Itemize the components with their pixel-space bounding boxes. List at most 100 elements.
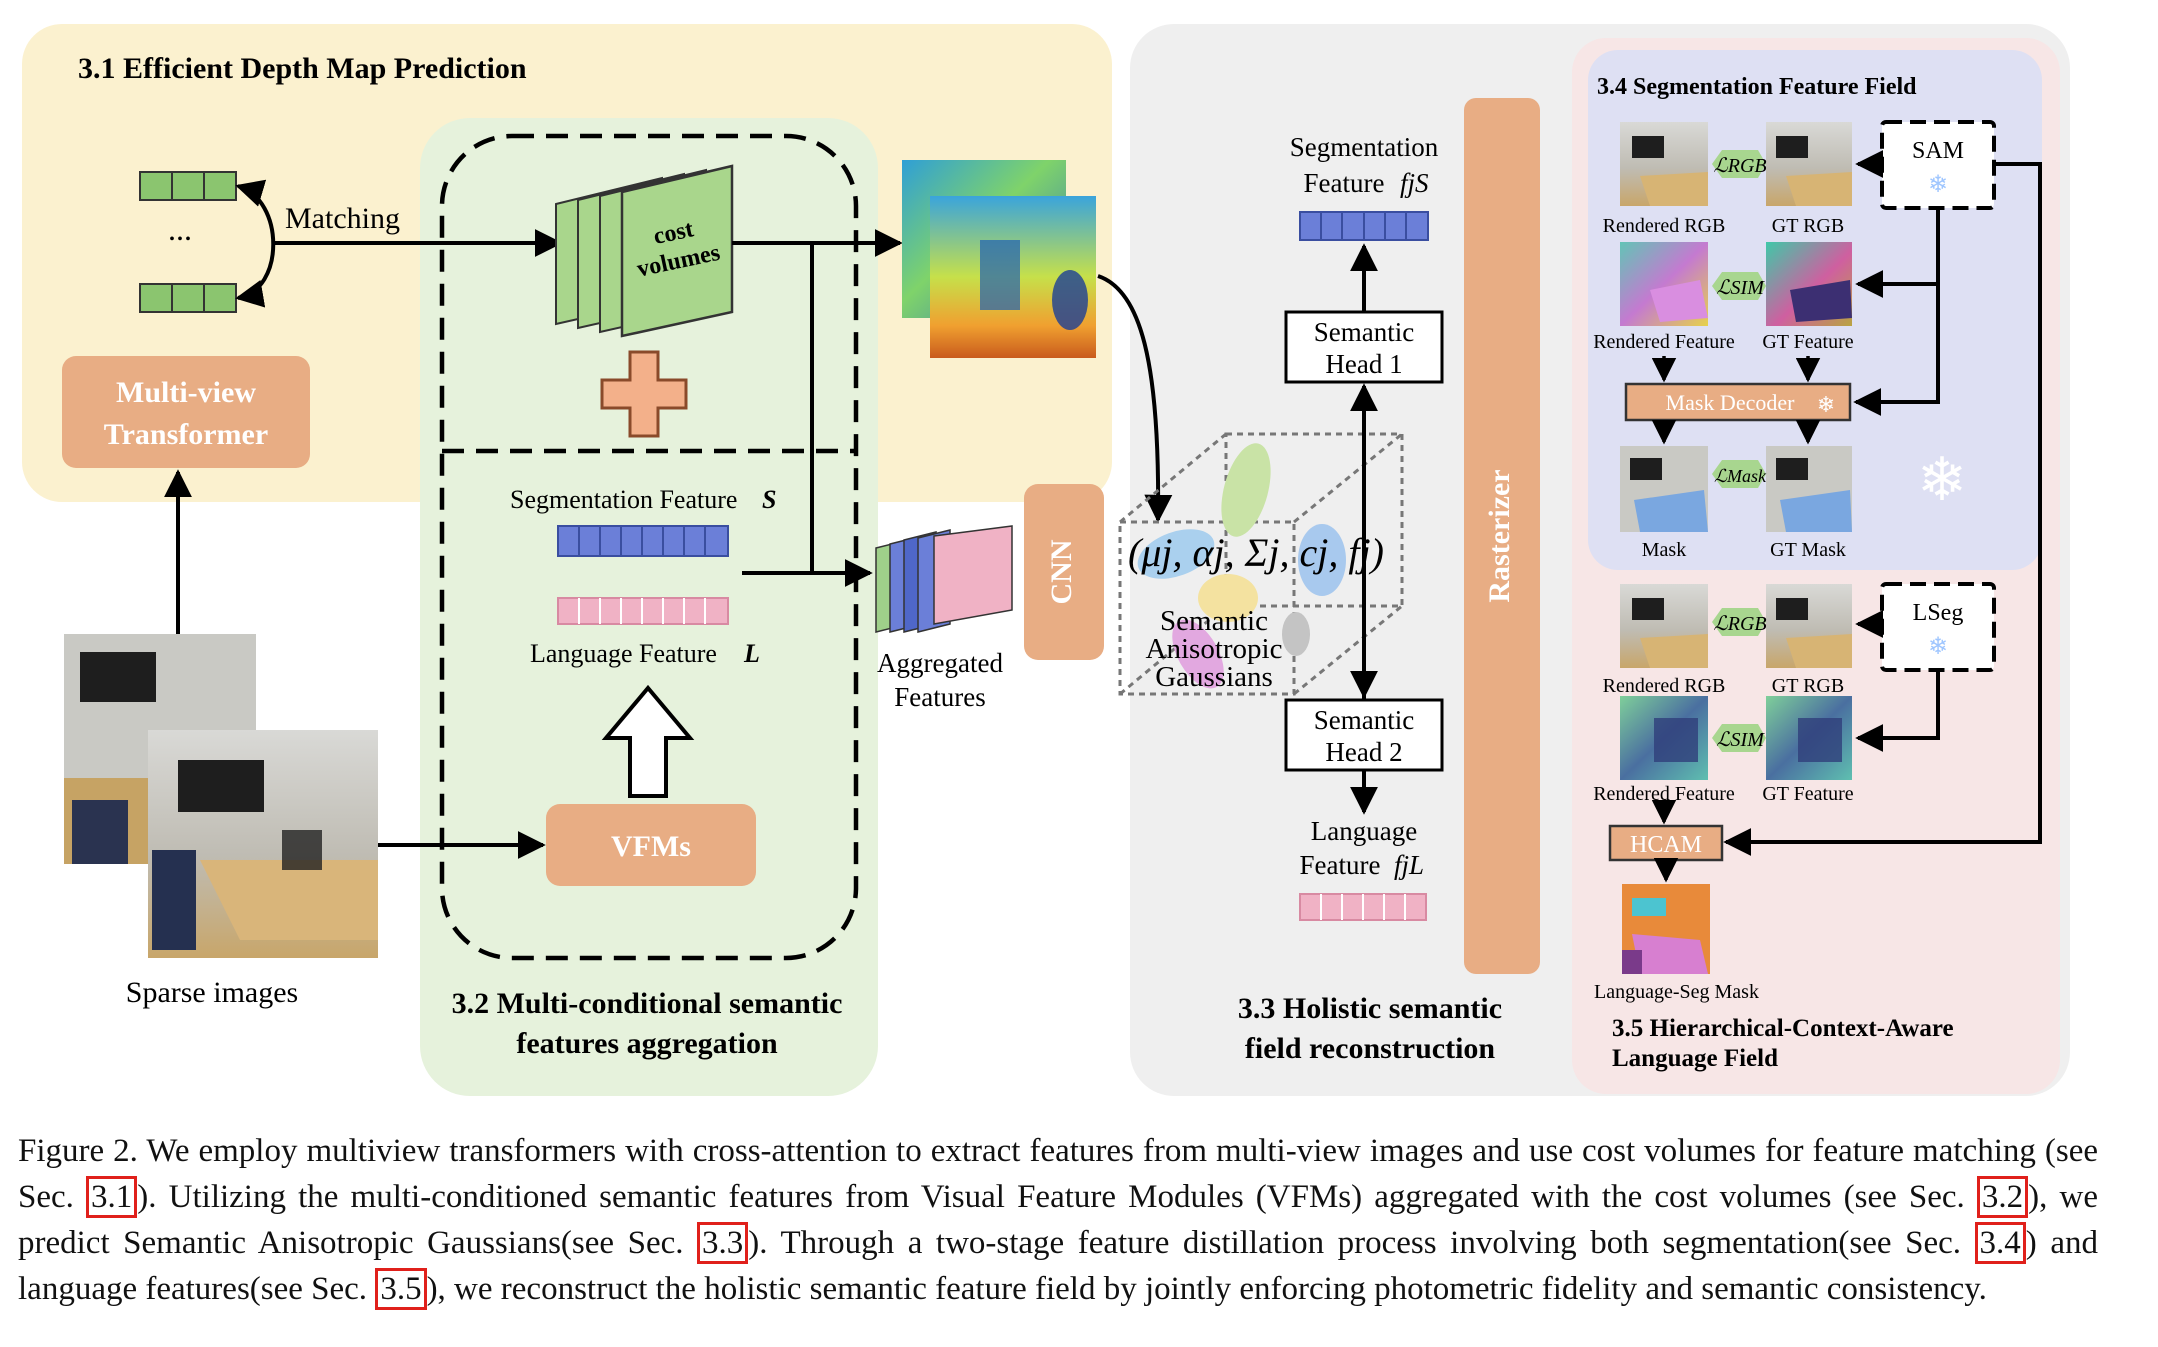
caption-ref-3-5[interactable]: 3.5 — [375, 1268, 427, 1310]
loss-rgb-label-2: ℒRGB — [1713, 613, 1766, 635]
language-feature-label: Language Feature — [530, 639, 717, 668]
aggregated-features-stack — [875, 525, 1013, 633]
semantic-head-1-box — [1284, 310, 1444, 384]
section-title-3-3-line1: 3.3 Holistic semantic — [1238, 992, 1502, 1025]
feature-token-bottom — [139, 283, 237, 313]
aggregation-dashed-frame — [439, 133, 859, 961]
lseg-label: LSeg — [1913, 600, 1964, 626]
caption-text-4: ). Through a two-stage feature distillat… — [748, 1225, 1975, 1261]
segmentation-feature-out-vector — [1299, 211, 1429, 241]
arrow-sam-to-hcam — [1723, 162, 2042, 856]
hollow-up-arrow-icon — [601, 684, 695, 798]
arrow-depth-to-gaussians — [1097, 274, 1173, 523]
caption-text-6: ), we reconstruct the holistic semantic … — [426, 1271, 1987, 1307]
loss-rgb-label-1: ℒRGB — [1713, 155, 1766, 177]
rendered-feature-thumb-1 — [1620, 242, 1708, 326]
depth-map-front — [930, 196, 1096, 358]
section-title-3-2-line1: 3.2 Multi-conditional semantic — [452, 987, 843, 1020]
segmentation-feature-out-line2: Feature — [1304, 168, 1385, 198]
semantic-head-2-line2: Head 2 — [1325, 737, 1402, 767]
gt-feature-thumb-1 — [1766, 242, 1852, 326]
vfms-box — [546, 804, 756, 886]
gt-rgb-caption-2: GT RGB — [1772, 675, 1844, 697]
semantic-head-1-line2: Head 1 — [1325, 349, 1402, 379]
pipeline-svg: 3.1 Efficient Depth Map Prediction 3.2 M… — [22, 24, 2070, 1096]
semantic-gaussians-line1: Semantic — [1160, 605, 1268, 637]
sparse-image-front — [148, 730, 378, 958]
mask-thumb — [1620, 446, 1708, 532]
arrow-sam-to-decoder — [1853, 284, 1940, 416]
plus-icon — [600, 350, 688, 438]
rendered-feature-caption-1: Rendered Feature — [1593, 331, 1735, 353]
gt-rgb-thumb-1 — [1766, 122, 1852, 206]
rendered-feature-caption-2: Rendered Feature — [1593, 783, 1735, 805]
loss-mask-badge — [1712, 460, 1766, 488]
gt-rgb-caption-1: GT RGB — [1772, 215, 1844, 237]
figure-caption: Figure 2. We employ multiview transforme… — [18, 1128, 2098, 1312]
caption-text-1: Figure 2. We employ multiview transforme… — [18, 1133, 2098, 1215]
gaussian-blob-pink — [1172, 619, 1224, 689]
loss-mask-label: ℒMask — [1714, 466, 1767, 486]
loss-rgb-badge-2 — [1712, 608, 1766, 636]
section-title-3-4: 3.4 Segmentation Feature Field — [1597, 74, 1917, 100]
aggregated-features-line2: Features — [894, 682, 985, 712]
snowflake-icon: ❄ — [1817, 392, 1835, 417]
language-feature-out-line1: Language — [1311, 816, 1417, 846]
gt-mask-caption: GT Mask — [1770, 539, 1846, 561]
loss-sim-badge-1 — [1712, 272, 1766, 300]
section-title-3-3-line2: field reconstruction — [1245, 1032, 1496, 1065]
caption-ref-3-1[interactable]: 3.1 — [86, 1176, 138, 1218]
gaussian-blob-blue-left — [1137, 529, 1215, 579]
gt-feature-thumb-2 — [1766, 696, 1852, 780]
multiview-transformer-line1: Multi-view — [116, 376, 256, 409]
segmentation-feature-symbol: S — [762, 485, 776, 514]
cnn-box — [1024, 484, 1104, 660]
semantic-gaussians-line3: Gaussians — [1155, 661, 1273, 693]
loss-sim-label-1: ℒSIM — [1716, 277, 1765, 299]
arrow-lseg-to-gt-feature — [1855, 672, 1940, 752]
multiview-transformer-box — [62, 356, 310, 468]
rasterizer-box — [1464, 98, 1540, 974]
snowflake-icon: ❄ — [1928, 172, 1948, 198]
snowflake-icon: ❄ — [1917, 447, 1967, 513]
loss-sim-label-2: ℒSIM — [1716, 729, 1765, 751]
language-feature-out-vector — [1299, 893, 1427, 921]
semantic-head-2-line1: Semantic — [1314, 705, 1414, 735]
caption-text-2: ). Utilizing the multi-conditioned seman… — [137, 1179, 1977, 1215]
language-seg-mask-caption: Language-Seg Mask — [1594, 981, 1759, 1003]
matching-label: Matching — [285, 202, 400, 235]
mask-decoder-box — [1624, 382, 1852, 422]
aggregated-features-line1: Aggregated — [877, 648, 1003, 678]
language-feature-out-line2: Feature — [1300, 850, 1381, 880]
caption-text-3: ), we predict Semantic Anisotropic Gauss… — [18, 1179, 2099, 1261]
segmentation-feature-vector — [557, 525, 729, 557]
language-feature-vector — [557, 597, 729, 625]
mask-decoder-label: Mask Decoder — [1666, 390, 1796, 415]
sparse-images-label: Sparse images — [126, 976, 298, 1009]
hcam-label: HCAM — [1630, 832, 1702, 858]
cnn-label: CNN — [1045, 539, 1078, 604]
language-feature-out-symbol: fjL — [1394, 850, 1424, 880]
language-feature-symbol: L — [743, 639, 760, 668]
gaussian-blob-yellow — [1198, 574, 1258, 622]
gt-feature-caption-2: GT Feature — [1762, 783, 1853, 805]
semantic-head-1-line1: Semantic — [1314, 317, 1414, 347]
caption-ref-3-3[interactable]: 3.3 — [697, 1222, 749, 1264]
gaussian-blob-grey — [1282, 612, 1310, 656]
loss-rgb-badge-1 — [1712, 150, 1766, 178]
loss-sim-badge-2 — [1712, 724, 1766, 752]
rendered-rgb-caption-1: Rendered RGB — [1603, 215, 1726, 237]
language-seg-mask-thumb — [1622, 884, 1710, 974]
feature-token-top — [139, 171, 237, 201]
caption-ref-3-4[interactable]: 3.4 — [1974, 1222, 2026, 1264]
segmentation-feature-out-line1: Segmentation — [1290, 132, 1439, 162]
gt-rgb-thumb-2 — [1766, 584, 1852, 668]
gaussian-blob-blue-right — [1298, 524, 1346, 596]
ellipsis-label: ... — [168, 211, 192, 247]
hcam-box — [1608, 824, 1724, 862]
sam-label: SAM — [1912, 138, 1964, 164]
caption-ref-3-2[interactable]: 3.2 — [1976, 1176, 2029, 1218]
pipeline-diagram: 3.1 Efficient Depth Map Prediction 3.2 M… — [22, 24, 2070, 1096]
semantic-gaussians-line2: Anisotropic — [1146, 633, 1283, 665]
rendered-rgb-thumb-1 — [1620, 122, 1708, 206]
